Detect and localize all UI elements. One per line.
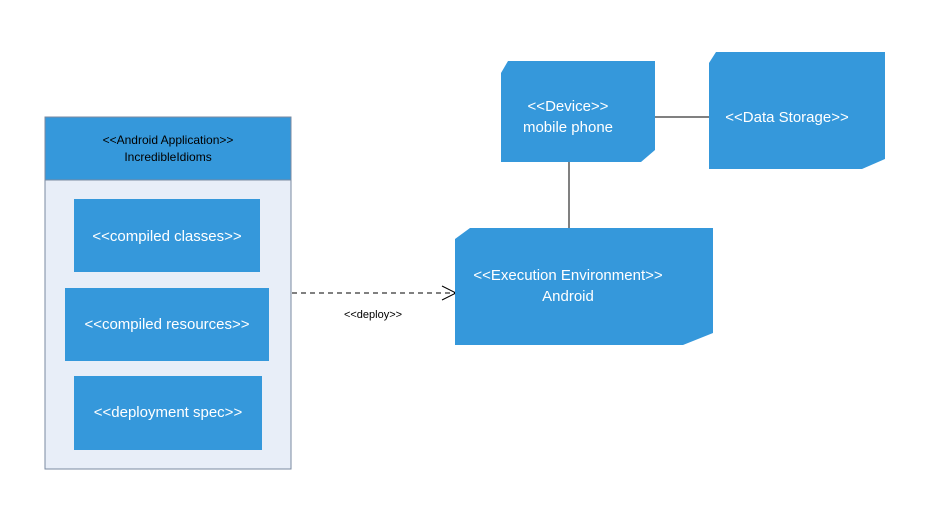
data-storage-node[interactable]: <<Data Storage>>	[709, 52, 885, 169]
device-name: mobile phone	[523, 119, 613, 136]
deployment-spec-box	[74, 376, 262, 450]
execution-environment-shape	[455, 228, 713, 345]
deploy-dependency-arrow[interactable]: <<deploy>>	[292, 285, 458, 321]
compiled-resources-label: <<compiled resources>>	[84, 316, 249, 333]
data-storage-label: <<Data Storage>>	[725, 109, 849, 126]
device-stereotype: <<Device>>	[528, 98, 609, 115]
device-node[interactable]: <<Device>> mobile phone	[501, 61, 655, 162]
compiled-classes-item[interactable]: <<compiled classes>>	[74, 199, 260, 272]
android-application-artifact[interactable]: <<Android Application>> IncredibleIdioms…	[44, 116, 292, 470]
compiled-classes-box	[74, 199, 260, 272]
execution-environment-node[interactable]: <<Execution Environment>> Android	[455, 228, 713, 345]
deployment-spec-label: <<deployment spec>>	[94, 404, 243, 421]
execution-environment-stereotype: <<Execution Environment>>	[473, 267, 663, 284]
deploy-label: <<deploy>>	[344, 309, 402, 321]
deployment-spec-item[interactable]: <<deployment spec>>	[74, 376, 262, 450]
artifact-header	[44, 116, 292, 181]
compiled-classes-label: <<compiled classes>>	[92, 228, 241, 245]
device-node-shape	[501, 61, 655, 162]
compiled-resources-box	[65, 288, 269, 361]
compiled-resources-item[interactable]: <<compiled resources>>	[65, 288, 269, 361]
artifact-stereotype: <<Android Application>>	[103, 133, 234, 147]
data-storage-shape	[709, 52, 885, 169]
artifact-name: IncredibleIdioms	[124, 150, 211, 164]
execution-environment-name: Android	[542, 288, 594, 305]
